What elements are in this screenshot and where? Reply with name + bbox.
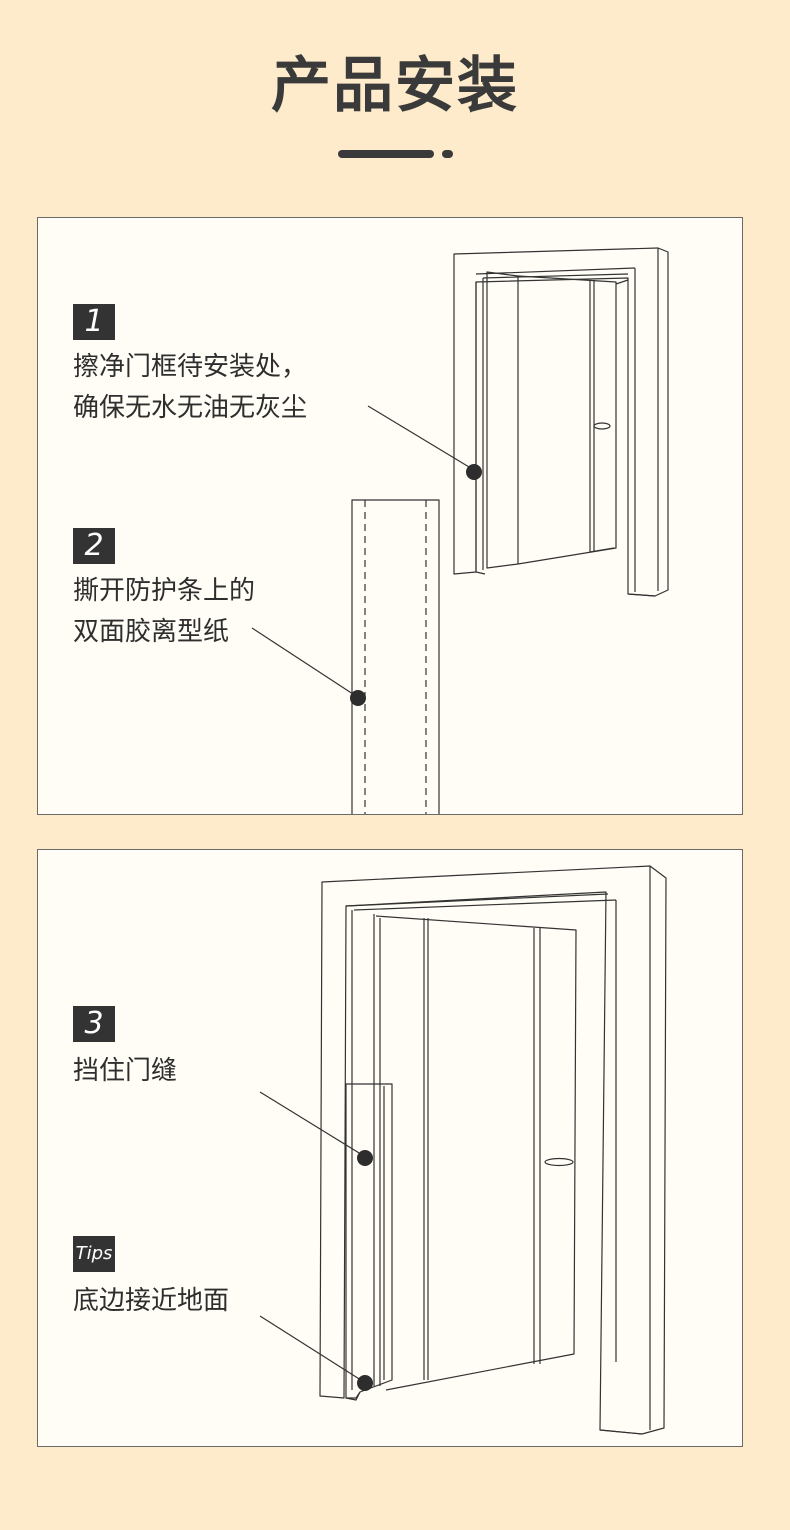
door-frame-illustration: [251, 247, 669, 814]
step-2-line-2: 双面胶离型纸: [73, 617, 230, 647]
step-2-line-1: 撕开防护条上的: [73, 576, 256, 606]
tips-line-1: 底边接近地面: [73, 1286, 230, 1316]
title-underline-dot: [442, 150, 453, 158]
install-panel-1: 1 擦净门框待安装处， 确保无水无油无灰尘 2 撕开防护条上的 双面胶离型纸: [37, 217, 743, 815]
callout-dot-tips: [357, 1375, 373, 1391]
callout-dot-2: [350, 690, 366, 706]
step-1-line-2: 确保无水无油无灰尘: [73, 393, 308, 423]
step-3-line-1: 挡住门缝: [73, 1056, 178, 1086]
tips-badge: Tips: [73, 1236, 115, 1272]
callout-dot-1: [466, 464, 482, 480]
page-title: 产品安装: [271, 51, 519, 121]
door-installed-illustration: [259, 865, 667, 1435]
step-1-line-1: 擦净门框待安装处，: [73, 352, 308, 382]
install-panel-2: 3 挡住门缝 Tips 底边接近地面: [37, 849, 743, 1447]
step-badge-1: 1: [73, 304, 115, 340]
step-badge-3: 3: [73, 1006, 115, 1042]
title-underline: [338, 150, 434, 158]
step-badge-2: 2: [73, 528, 115, 564]
callout-dot-3: [357, 1150, 373, 1166]
